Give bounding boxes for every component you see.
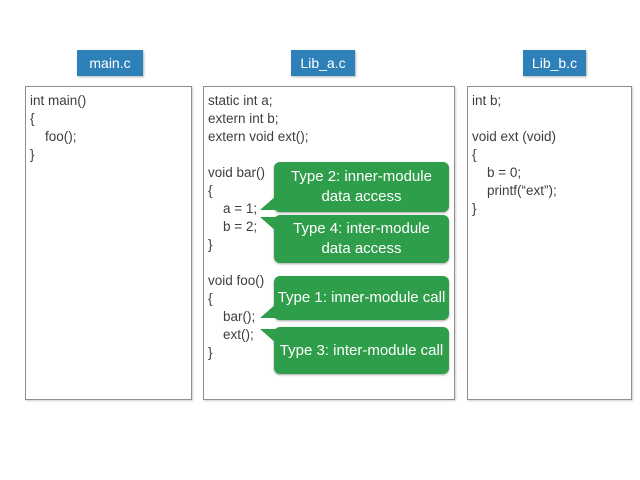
callout-type3-inter-module-call: Type 3: inter-module call	[260, 327, 449, 374]
module-box-lib-b-c: int b; void ext (void) { b = 0; printf(“…	[467, 86, 632, 400]
file-label-lib-b-c: Lib_b.c	[523, 50, 586, 76]
callout-type4-inter-module-data-access: Type 4: inter-module data access	[260, 215, 449, 263]
file-label-lib-a-c: Lib_a.c	[291, 50, 355, 76]
callout-type2-inner-module-data-access: Type 2: inner-module data access	[260, 162, 449, 212]
module-box-main-c: int main() { foo(); }	[25, 86, 192, 400]
code-main-c: int main() { foo(); }	[30, 93, 87, 162]
code-lib-b-c: int b; void ext (void) { b = 0; printf(“…	[472, 93, 557, 216]
callout-label: Type 2: inner-module data access	[291, 168, 432, 205]
callout-label: Type 3: inter-module call	[279, 341, 444, 359]
code-lib-a-c: static int a; extern int b; extern void …	[208, 93, 309, 360]
file-label-main-c: main.c	[77, 50, 143, 76]
callout-label: Type 1: inner-module call	[277, 289, 446, 306]
callout-label: Type 4: inter-module data access	[293, 220, 430, 257]
callout-type1-inner-module-call: Type 1: inner-module call	[260, 276, 449, 320]
